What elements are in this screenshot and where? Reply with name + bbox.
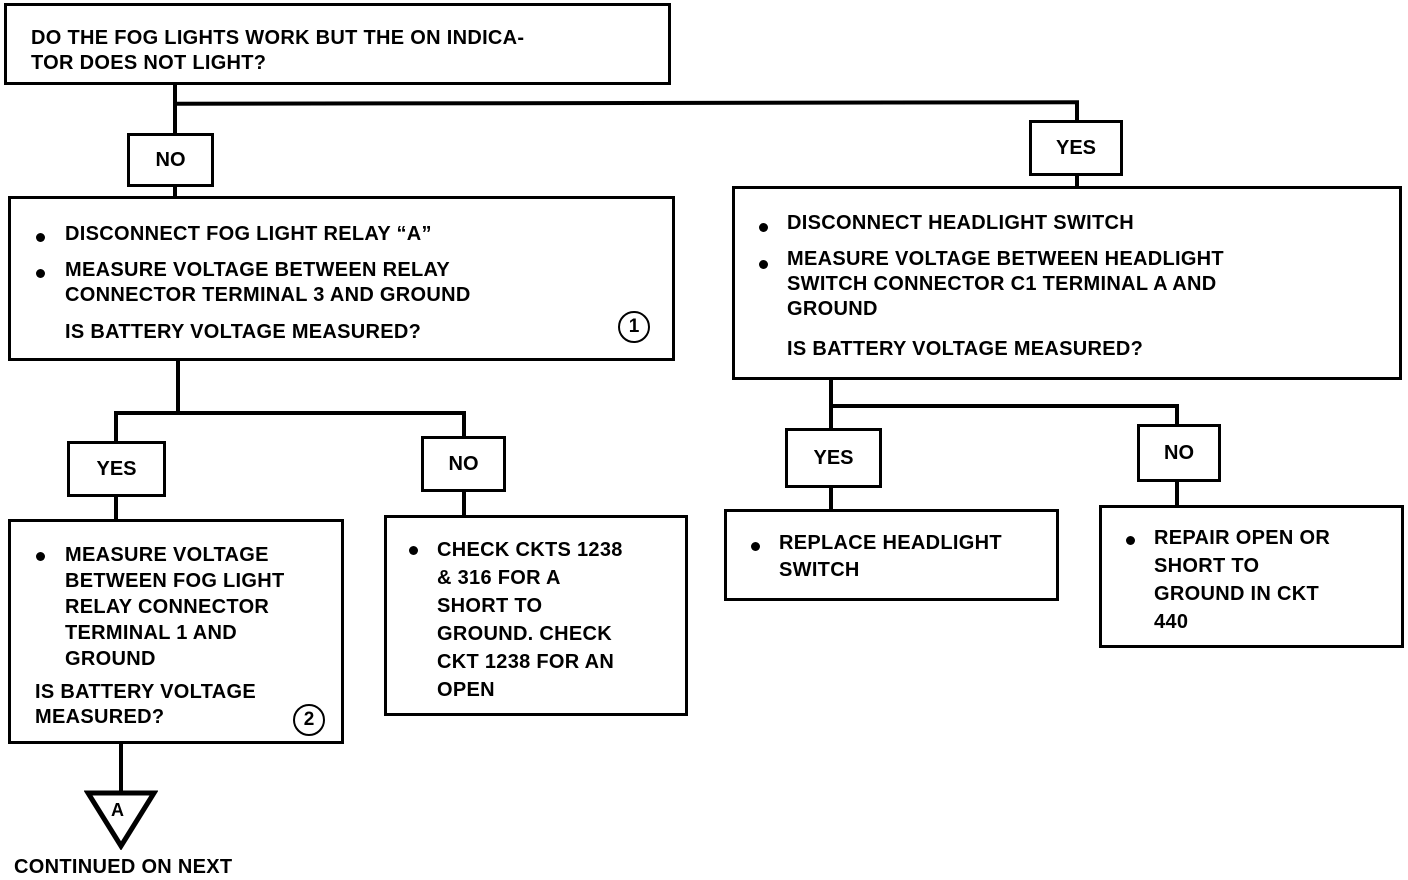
yes-label: YES [1029,120,1123,176]
continued-caption: CONTINUED ON NEXT [14,856,233,878]
connector-line [829,404,1179,408]
connector-line [462,490,466,518]
bullet-icon [751,542,760,551]
connector-line [1075,174,1079,194]
connector-line [114,494,118,522]
connector-line [829,376,833,406]
step-instruction: REPAIR OPEN OR SHORT TO GROUND IN CKT 44… [1154,527,1331,633]
no-label: NO [421,436,506,492]
connector-line [173,84,177,134]
check-circuits-box: CHECK CKTS 1238 & 316 FOR A SHORT TO GRO… [384,515,688,716]
step-question: IS BATTERY VOLTAGE MEASURED? [787,338,1144,360]
bullet-icon [409,546,418,555]
step-instruction: DISCONNECT HEADLIGHT SWITCH [787,212,1134,234]
bullet-icon [759,223,768,232]
connector-line [173,184,177,200]
bullet-icon [36,269,45,278]
connector-line [829,404,833,430]
yes-label: YES [785,428,882,488]
connector-line [1075,101,1079,129]
terminal-1-step-box: MEASURE VOLTAGE BETWEEN FOG LIGHT RELAY … [8,519,344,744]
connector-letter: A [111,800,125,820]
connector-line [829,486,833,512]
root-question-box: DO THE FOG LIGHTS WORK BUT THE ON INDICA… [4,3,671,85]
reference-number-badge: 2 [293,704,325,736]
connector-line [176,358,180,414]
no-label: NO [1137,424,1221,482]
connector-line [119,742,123,794]
repair-circuit-box: REPAIR OPEN OR SHORT TO GROUND IN CKT 44… [1099,505,1404,648]
headlight-switch-step-box: DISCONNECT HEADLIGHT SWITCH MEASURE VOLT… [732,186,1402,380]
step-instruction: MEASURE VOLTAGE BETWEEN FOG LIGHT RELAY … [65,544,285,670]
connector-line [1175,480,1179,508]
bullet-icon [36,233,45,242]
connector-line [1175,404,1179,426]
bullet-icon [1126,536,1135,545]
yes-label: YES [67,441,166,497]
fog-relay-step-box: DISCONNECT FOG LIGHT RELAY “A” MEASURE V… [8,196,675,361]
connector-line [172,100,1080,106]
connector-line [114,411,466,415]
step-instruction: MEASURE VOLTAGE BETWEEN RELAY CONNECTOR … [65,259,471,306]
step-instruction: CHECK CKTS 1238 & 316 FOR A SHORT TO GRO… [437,539,623,701]
reference-number-badge: 1 [618,311,650,343]
bullet-icon [36,552,45,561]
no-label: NO [127,133,214,187]
root-question-text: DO THE FOG LIGHTS WORK BUT THE ON INDICA… [31,27,525,74]
step-instruction: MEASURE VOLTAGE BETWEEN HEADLIGHT SWITCH… [787,248,1224,320]
bullet-icon [759,260,768,269]
connector-line [462,411,466,437]
step-question: IS BATTERY VOLTAGE MEASURED? [65,321,422,343]
connector-line [114,411,118,443]
step-question: IS BATTERY VOLTAGE MEASURED? [35,681,256,728]
replace-switch-box: REPLACE HEADLIGHT SWITCH [724,509,1059,601]
step-instruction: REPLACE HEADLIGHT SWITCH [779,532,1002,581]
off-page-connector-icon [84,790,158,850]
step-instruction: DISCONNECT FOG LIGHT RELAY “A” [65,223,432,245]
